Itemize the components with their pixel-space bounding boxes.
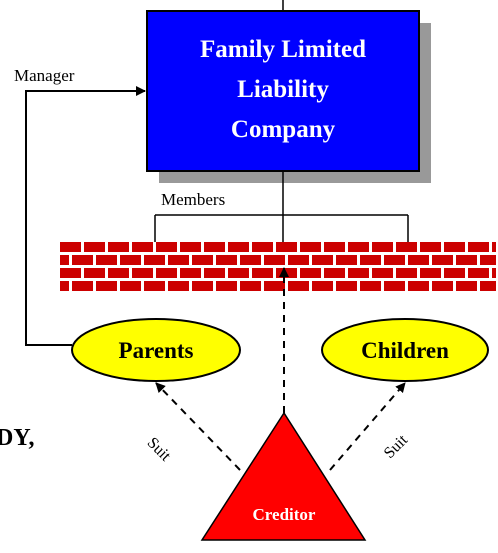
manager-arrow — [25, 86, 146, 346]
wall-brick — [420, 242, 441, 252]
wall-brick — [60, 242, 81, 252]
wall-brick — [72, 281, 93, 291]
wall-brick — [396, 242, 417, 252]
wall-brick — [468, 242, 489, 252]
manager-label: Manager — [14, 66, 75, 85]
wall-brick — [300, 268, 321, 278]
wall-brick — [216, 255, 237, 265]
wall-brick — [336, 281, 357, 291]
company-name-line-1: Family Limited — [200, 36, 366, 63]
wall-brick — [444, 242, 465, 252]
wall-brick — [132, 242, 153, 252]
wall-brick — [276, 268, 297, 278]
wall-brick — [252, 242, 273, 252]
wall-brick — [60, 281, 69, 291]
wall-brick — [372, 242, 393, 252]
wall-brick — [84, 268, 105, 278]
wall-brick — [312, 281, 333, 291]
company-name-line-3: Company — [231, 116, 336, 143]
wall-brick — [132, 268, 153, 278]
wall-brick — [228, 268, 249, 278]
wall-brick — [240, 281, 261, 291]
company-name-line-2: Liability — [237, 76, 329, 103]
wall-brick — [276, 242, 297, 252]
wall-brick — [204, 242, 225, 252]
wall-brick — [108, 268, 129, 278]
wall-brick — [144, 281, 165, 291]
wall-brick — [336, 255, 357, 265]
wall-brick — [432, 281, 453, 291]
wall-brick — [492, 268, 496, 278]
wall-brick — [444, 268, 465, 278]
wall-brick — [192, 255, 213, 265]
wall-brick — [240, 255, 261, 265]
wall-brick — [492, 242, 496, 252]
wall-brick — [264, 255, 285, 265]
children-ellipse — [321, 318, 489, 382]
wall-brick — [120, 255, 141, 265]
wall-brick — [96, 255, 117, 265]
wall-brick — [96, 281, 117, 291]
wall-brick — [456, 281, 477, 291]
wall-brick — [180, 242, 201, 252]
wall-brick — [120, 281, 141, 291]
suit-label-left: Suit — [144, 434, 175, 465]
wall-brick — [156, 242, 177, 252]
wall-brick — [480, 255, 496, 265]
wall-brick — [480, 281, 496, 291]
wall-brick — [252, 268, 273, 278]
wall-brick — [384, 281, 405, 291]
wall-brick — [348, 268, 369, 278]
wall-brick — [72, 255, 93, 265]
wall-brick — [84, 242, 105, 252]
wall-brick — [168, 281, 189, 291]
wall-brick — [60, 268, 81, 278]
wall-brick — [312, 255, 333, 265]
wall-brick — [324, 268, 345, 278]
creditor-label: Creditor — [253, 505, 316, 524]
wall-brick — [180, 268, 201, 278]
suit-label-right: Suit — [381, 431, 412, 462]
wall-brick — [432, 255, 453, 265]
cropped-heading-text: DY, — [0, 425, 34, 451]
wall-brick — [60, 255, 69, 265]
wall-brick — [288, 281, 309, 291]
wall-brick — [396, 268, 417, 278]
members-label: Members — [161, 190, 225, 209]
wall-brick — [228, 242, 249, 252]
wall-brick — [360, 255, 381, 265]
wall-brick — [324, 242, 345, 252]
wall-brick — [108, 242, 129, 252]
wall-brick — [264, 281, 285, 291]
wall-brick — [456, 255, 477, 265]
wall-brick — [216, 281, 237, 291]
wall-brick — [468, 268, 489, 278]
company-box — [146, 10, 420, 172]
wall-brick — [408, 255, 429, 265]
wall-brick — [156, 268, 177, 278]
creditor-triangle — [200, 411, 367, 541]
wall-brick — [420, 268, 441, 278]
wall-brick — [384, 255, 405, 265]
suit-arrow-children — [329, 382, 406, 471]
parents-label: Parents — [119, 338, 194, 363]
wall-brick — [348, 242, 369, 252]
wall-brick — [144, 255, 165, 265]
wall-brick — [300, 242, 321, 252]
wall-brick — [168, 255, 189, 265]
wall-brick — [408, 281, 429, 291]
wall-brick — [288, 255, 309, 265]
wall-brick — [204, 268, 225, 278]
children-label: Children — [361, 338, 449, 363]
wall-brick — [360, 281, 381, 291]
wall-brick — [192, 281, 213, 291]
brick-wall — [60, 242, 496, 291]
parents-ellipse — [71, 318, 241, 382]
wall-brick — [372, 268, 393, 278]
